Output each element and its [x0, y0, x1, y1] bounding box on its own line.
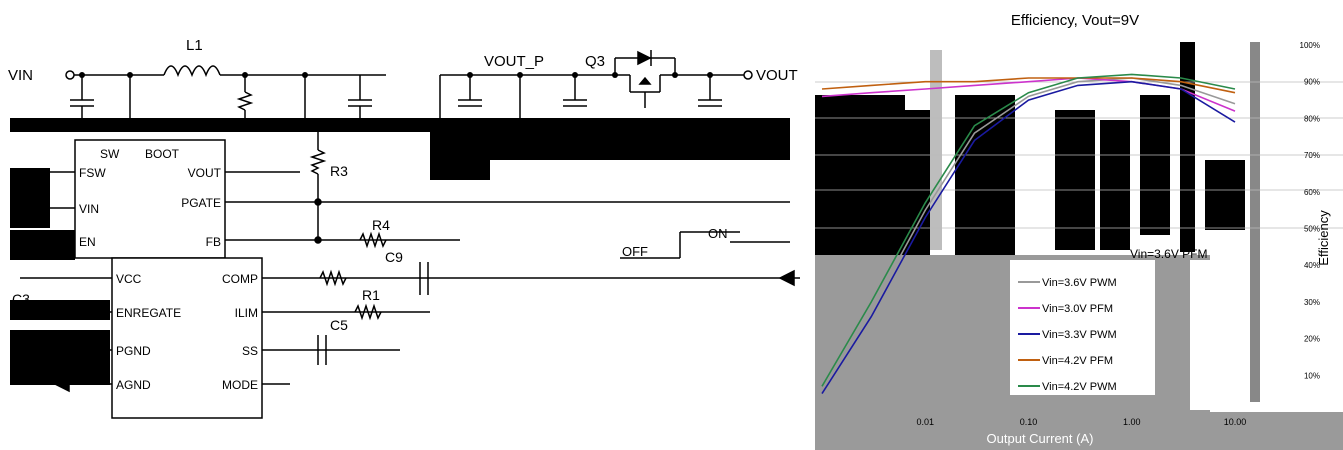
y-tick-label-9: 90% — [1304, 78, 1320, 87]
y-tick-label-1: 10% — [1304, 371, 1320, 380]
c3-label: C3 — [12, 291, 30, 307]
ic-pin-comp: COMP — [222, 272, 258, 286]
ic-pin-vcc: VCC — [116, 272, 142, 286]
c9-label: C9 — [385, 249, 403, 265]
resistor-r1 — [319, 269, 347, 287]
off-label: OFF — [622, 244, 648, 259]
series-line-1 — [821, 77, 1236, 391]
ic-pin-enregatez: ENREGATE — [116, 306, 181, 320]
on-label: ON — [708, 226, 728, 241]
x-tick-labels: 0.01 0.10 1.00 10.00 — [916, 417, 1246, 427]
ic-sw-label: SW — [100, 147, 120, 161]
y-tick-label-2: 20% — [1304, 335, 1320, 344]
ic-pin-ilim: ILIM — [235, 306, 258, 320]
l1-label: L1 — [186, 37, 203, 54]
ic-boot-label: BOOT — [145, 147, 180, 161]
x-tick-label-2: 0.10 — [1020, 417, 1038, 427]
r4-label: R4 — [372, 217, 390, 233]
ic-pin-pgate: PGATE — [181, 196, 221, 210]
vin-terminal — [65, 70, 75, 80]
ic-pin-fb: FB — [206, 235, 221, 249]
legend: Vin=3.6V PWM Vin=3.0V PFM Vin=3.3V PWM Vin=… — [1018, 277, 1117, 393]
q3-label: Q3 — [585, 53, 605, 70]
series-line-5 — [821, 73, 1236, 387]
ic-pin-en: EN — [79, 235, 96, 249]
efficiency-curves — [821, 73, 1236, 395]
legend-label-5: Vin=4.2V PWM — [1042, 381, 1117, 393]
r1-label: R1 — [362, 287, 380, 303]
schematic — [10, 50, 800, 419]
r3-label: R3 — [330, 163, 348, 179]
ic-pin-mode: MODE — [222, 378, 258, 392]
y-axis-label: Efficiency — [1316, 210, 1331, 266]
series-line-3 — [821, 80, 1236, 395]
y-tick-label-6: 60% — [1304, 188, 1320, 197]
ic-pin-vout: VOUT — [188, 166, 222, 180]
ic-body — [74, 139, 226, 259]
ic-pin-pgnd: PGND — [116, 344, 151, 358]
inductor-l1 — [163, 65, 221, 78]
x-tick-label-4: 10.00 — [1224, 417, 1247, 427]
pfm-annotation: Vin=3.6V PFM — [1130, 247, 1207, 261]
ground-bus-band — [10, 118, 790, 132]
c5-label: C5 — [330, 317, 348, 333]
resistor-r4 — [359, 231, 387, 249]
vout-label: VOUT — [756, 67, 798, 84]
legend-label-4: Vin=4.2V PFM — [1042, 355, 1113, 367]
chart-title: Efficiency, Vout=9V — [1011, 12, 1139, 29]
x-tick-label-3: 1.00 — [1123, 417, 1141, 427]
q3-diode — [637, 50, 652, 66]
ic-pin-ss: SS — [242, 344, 258, 358]
efficiency-chart: Efficiency, Vout=9V Vin=3.6V PFM Vin=3.6… — [815, 12, 1343, 450]
legend-label-2: Vin=3.0V PFM — [1042, 303, 1113, 315]
gridlines — [815, 81, 1343, 229]
x-axis-label: Output Current (A) — [987, 431, 1094, 446]
ic-pin-agnd: AGND — [116, 378, 151, 392]
y-tick-label-3: 30% — [1304, 298, 1320, 307]
ic-pin-vin: VIN — [79, 202, 99, 216]
y-tick-label-4: 40% — [1304, 261, 1320, 270]
y-tick-label-8: 80% — [1304, 114, 1320, 123]
y-tick-labels: 10% 20% 30% 40% 50% 60% 70% 80% 90% 100% — [1300, 41, 1320, 380]
ic-body-lower — [111, 257, 263, 419]
y-tick-label-7: 70% — [1304, 151, 1320, 160]
legend-label-3: Vin=3.3V PWM — [1042, 329, 1117, 341]
ic-pin-fsw: FSW — [79, 166, 106, 180]
y-tick-label-5: 50% — [1304, 225, 1320, 234]
legend-label-1: Vin=3.6V PWM — [1042, 277, 1117, 289]
series-line-4 — [821, 77, 1236, 94]
vout-p-label: VOUT_P — [484, 53, 544, 70]
schematic-labels: VIN L1 VOUT_P Q3 VOUT R3 R4 C9 R1 C5 C3 … — [8, 37, 798, 392]
y-tick-label-10: 100% — [1300, 41, 1320, 50]
x-tick-label-1: 0.01 — [916, 417, 934, 427]
vin-label: VIN — [8, 67, 33, 84]
vout-terminal — [743, 70, 753, 80]
